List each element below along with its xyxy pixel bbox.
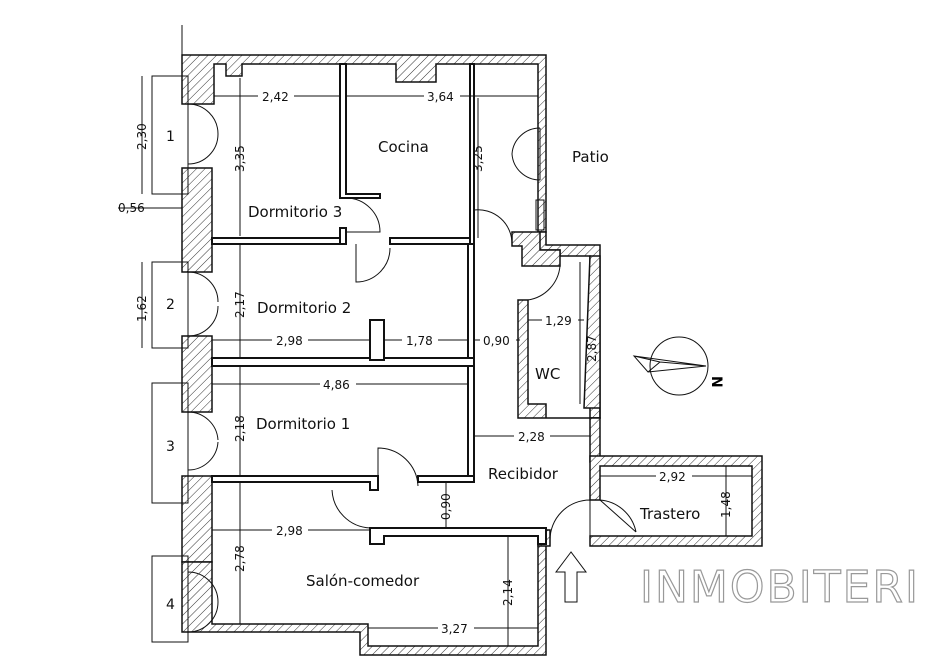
dim-wc-width: 1,29 <box>545 314 572 328</box>
dim-closet-width: 1,78 <box>406 334 433 348</box>
dim-window1-height: 2,30 <box>135 123 149 150</box>
outer-walls <box>181 54 763 656</box>
dim-d1-width: 4,86 <box>323 378 350 392</box>
window-number-3: 3 <box>166 439 175 455</box>
dim-passage-width: 0,90 <box>439 493 453 520</box>
dim-recibidor-width: 2,28 <box>518 430 545 444</box>
compass-north-label: N <box>708 376 724 388</box>
room-dormitorio1: Dormitorio 1 <box>256 415 350 433</box>
room-salon: Salón-comedor <box>306 572 420 590</box>
room-patio: Patio <box>572 148 609 166</box>
room-cocina: Cocina <box>378 138 429 156</box>
dim-trastero-width: 2,92 <box>659 470 686 484</box>
room-trastero: Trastero <box>639 505 700 523</box>
window-number-4: 4 <box>166 597 175 613</box>
window-number-2: 2 <box>166 297 175 313</box>
dim-cocina-depth: 3,25 <box>471 145 485 172</box>
compass: N <box>632 336 724 396</box>
dim-salon-width: 2,98 <box>276 524 303 538</box>
room-dormitorio2: Dormitorio 2 <box>257 299 351 317</box>
dim-d3-width: 2,42 <box>262 90 289 104</box>
window-numbers: 1 2 3 4 <box>166 129 175 613</box>
brand-watermark: INMOBITERI <box>640 562 920 613</box>
dim-cocina-width: 3,64 <box>427 90 454 104</box>
dim-wc-depth: 2,87 <box>585 335 599 362</box>
room-recibidor: Recibidor <box>488 465 559 483</box>
dim-d1-depth: 2,18 <box>233 415 247 442</box>
dim-salon-depth: 2,78 <box>233 545 247 572</box>
dimension-labels: 2,42 3,64 3,35 3,25 2,30 0,56 1,62 2,17 … <box>118 89 733 636</box>
dim-salon-recess-depth: 2,14 <box>501 579 515 606</box>
doors <box>331 197 637 541</box>
interior-walls <box>211 63 547 545</box>
dim-hall-width: 0,90 <box>483 334 510 348</box>
dim-d2-depth: 2,17 <box>233 291 247 318</box>
dim-d3-depth: 3,35 <box>233 145 247 172</box>
dim-d2-width: 2,98 <box>276 334 303 348</box>
dim-trastero-depth: 1,48 <box>719 491 733 518</box>
window-number-1: 1 <box>166 129 175 145</box>
entrance-arrow-icon <box>555 551 587 603</box>
dim-salon-bottom-width: 3,27 <box>441 622 468 636</box>
room-wc: WC <box>535 365 560 383</box>
compass-icon <box>649 336 709 396</box>
windows <box>151 75 545 643</box>
room-dormitorio3: Dormitorio 3 <box>248 203 342 221</box>
room-labels: Cocina Patio Dormitorio 3 Dormitorio 2 D… <box>248 138 700 590</box>
dim-pier-width: 0,56 <box>118 201 145 215</box>
dim-window2-height: 1,62 <box>135 295 149 322</box>
